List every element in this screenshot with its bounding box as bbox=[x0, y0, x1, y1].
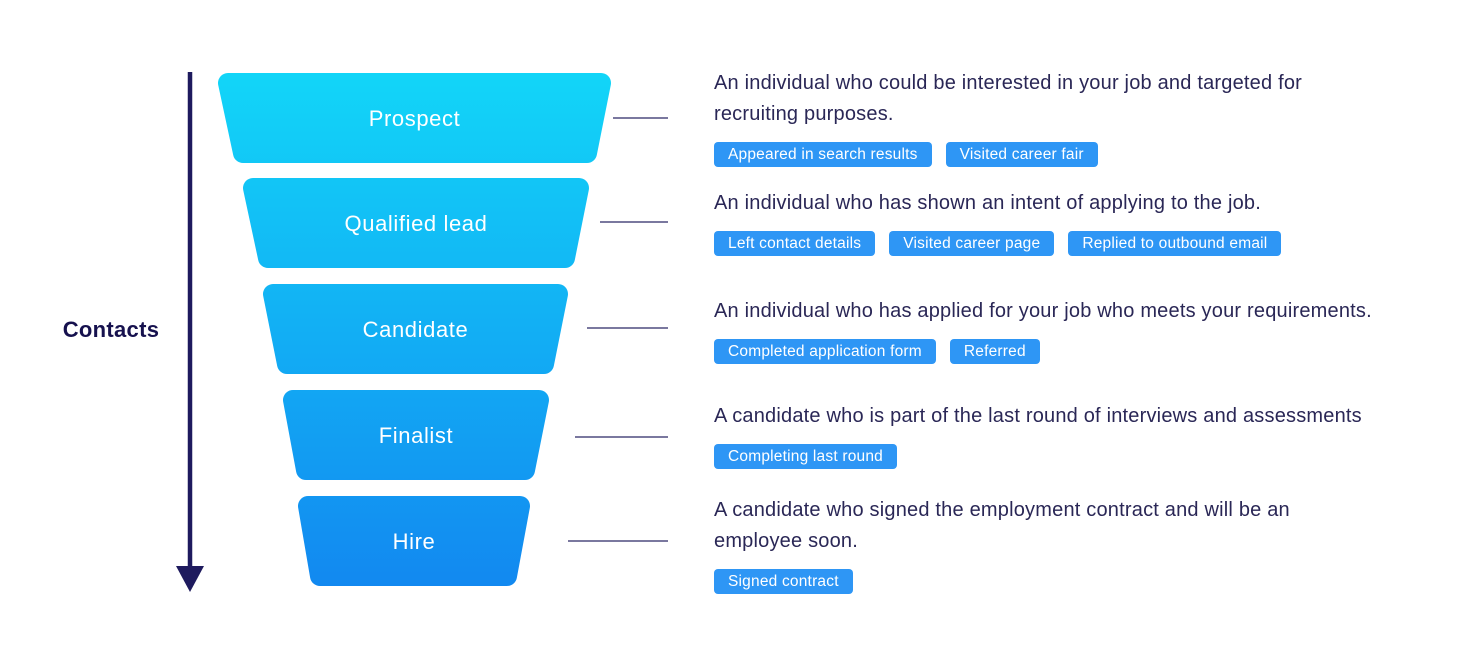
tag-row: Completed application form Referred bbox=[714, 339, 1454, 364]
stage-tag: Completed application form bbox=[714, 339, 936, 364]
funnel-stage-label-qualified-lead: Qualified lead bbox=[344, 211, 488, 236]
stage-section-qualified-lead: An individual who has shown an intent of… bbox=[714, 188, 1454, 256]
stage-tag: Replied to outbound email bbox=[1068, 231, 1282, 256]
stage-tag: Left contact details bbox=[714, 231, 876, 256]
tag-row: Completing last round bbox=[714, 444, 1454, 469]
stage-tag: Referred bbox=[949, 339, 1040, 364]
stage-description: recruiting purposes. bbox=[714, 103, 894, 125]
funnel-stage-label-hire: Hire bbox=[392, 529, 436, 554]
tag-row: Left contact details Visited career page… bbox=[714, 231, 1454, 256]
stage-section-prospect: An individual who could be interested in… bbox=[714, 68, 1454, 167]
funnel-stage-shape-qualified-lead bbox=[243, 178, 589, 268]
stage-description: An individual who has applied for your j… bbox=[714, 300, 1372, 322]
stage-description: An individual who could be interested in… bbox=[714, 72, 1303, 94]
stage-description: An individual who has shown an intent of… bbox=[714, 192, 1262, 214]
funnel-stage-label-candidate: Candidate bbox=[362, 317, 469, 342]
stage-description: A candidate who signed the employment co… bbox=[714, 499, 1290, 521]
funnel-stage-label-finalist: Finalist bbox=[378, 423, 454, 448]
stage-tag: Appeared in search results bbox=[714, 142, 932, 167]
funnel-stage-shape-prospect bbox=[218, 73, 611, 163]
stage-section-hire: A candidate who signed the employment co… bbox=[714, 495, 1454, 594]
stage-tag: Signed contract bbox=[714, 569, 853, 594]
contacts-axis-label: Contacts bbox=[62, 317, 160, 342]
funnel-stage-shape-candidate bbox=[263, 284, 568, 374]
funnel-stage-label-prospect: Prospect bbox=[368, 106, 461, 131]
stage-section-finalist: A candidate who is part of the last roun… bbox=[714, 401, 1454, 469]
contacts-arrowhead-icon bbox=[176, 566, 204, 592]
stage-tag: Completing last round bbox=[714, 444, 897, 469]
tag-row: Signed contract bbox=[714, 569, 1454, 594]
stage-tag: Visited career page bbox=[889, 231, 1055, 256]
stage-tag: Visited career fair bbox=[945, 142, 1098, 167]
stage-description: employee soon. bbox=[714, 530, 859, 552]
stage-description: A candidate who is part of the last roun… bbox=[714, 405, 1362, 427]
tag-row: Appeared in search results Visited caree… bbox=[714, 142, 1454, 167]
funnel-stage-shape-hire bbox=[298, 496, 530, 586]
funnel-stage-shape-finalist bbox=[283, 390, 549, 480]
stage-section-candidate: An individual who has applied for your j… bbox=[714, 296, 1454, 364]
